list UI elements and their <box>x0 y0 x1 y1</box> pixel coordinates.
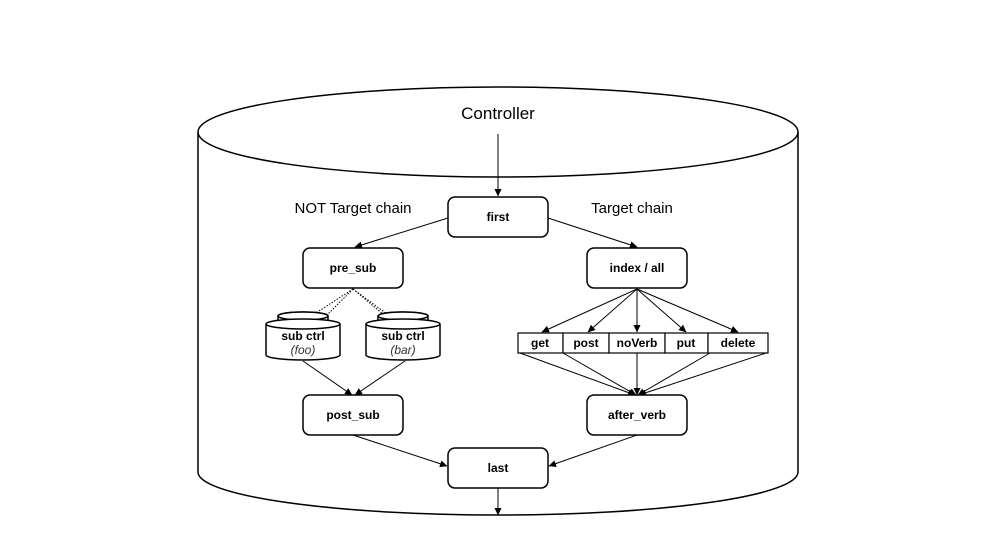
edge-pre-sub-foo-a <box>304 288 354 321</box>
verb-get: get <box>531 336 549 350</box>
verb-put: put <box>677 336 696 350</box>
edge-foo-post-sub <box>302 360 353 396</box>
edge-index-put <box>636 288 687 333</box>
node-first: first <box>447 196 549 238</box>
node-sub-ctrl-bar: sub ctrl (bar) <box>365 311 441 361</box>
node-post-sub: post_sub <box>302 394 404 436</box>
node-pre-sub-label: pre_sub <box>330 261 377 275</box>
node-after-verb-label: after_verb <box>608 408 666 422</box>
verbs-row: get post noVerb put delete <box>517 332 769 354</box>
target-chain-label: Target chain <box>591 200 673 217</box>
node-last: last <box>447 447 549 489</box>
edge-first-index <box>547 217 638 249</box>
sub-ctrl-bar-name: (bar) <box>390 343 415 357</box>
edge-index-delete <box>636 288 739 333</box>
edge-put-after-verb <box>637 352 711 396</box>
controller-label: Controller <box>461 104 535 123</box>
node-first-label: first <box>487 210 510 224</box>
edge-index-get <box>541 288 638 333</box>
sub-ctrl-foo-name: (foo) <box>291 343 316 357</box>
node-post-sub-label: post_sub <box>326 408 379 422</box>
edge-delete-after-verb <box>638 352 767 397</box>
verb-noverb: noVerb <box>617 336 658 350</box>
node-index-all-label: index / all <box>610 261 665 275</box>
edge-post-sub-last <box>352 434 448 468</box>
edge-first-pre-sub <box>354 217 449 249</box>
edge-post-after-verb <box>562 352 637 396</box>
edge-pre-sub-bar-b <box>352 288 403 326</box>
edge-bar-post-sub <box>354 360 406 396</box>
node-last-label: last <box>488 461 509 475</box>
sub-ctrl-foo-label: sub ctrl <box>281 329 324 343</box>
edge-after-verb-last <box>548 434 638 467</box>
node-pre-sub: pre_sub <box>302 247 404 289</box>
verb-post: post <box>573 336 598 350</box>
verb-delete: delete <box>721 336 756 350</box>
edge-get-after-verb <box>519 352 636 396</box>
node-after-verb: after_verb <box>586 394 688 436</box>
edge-index-post <box>587 288 638 333</box>
sub-ctrl-bar-label: sub ctrl <box>381 329 424 343</box>
node-sub-ctrl-foo: sub ctrl (foo) <box>265 311 341 361</box>
node-index-all: index / all <box>586 247 688 289</box>
not-target-chain-label: NOT Target chain <box>294 200 411 217</box>
